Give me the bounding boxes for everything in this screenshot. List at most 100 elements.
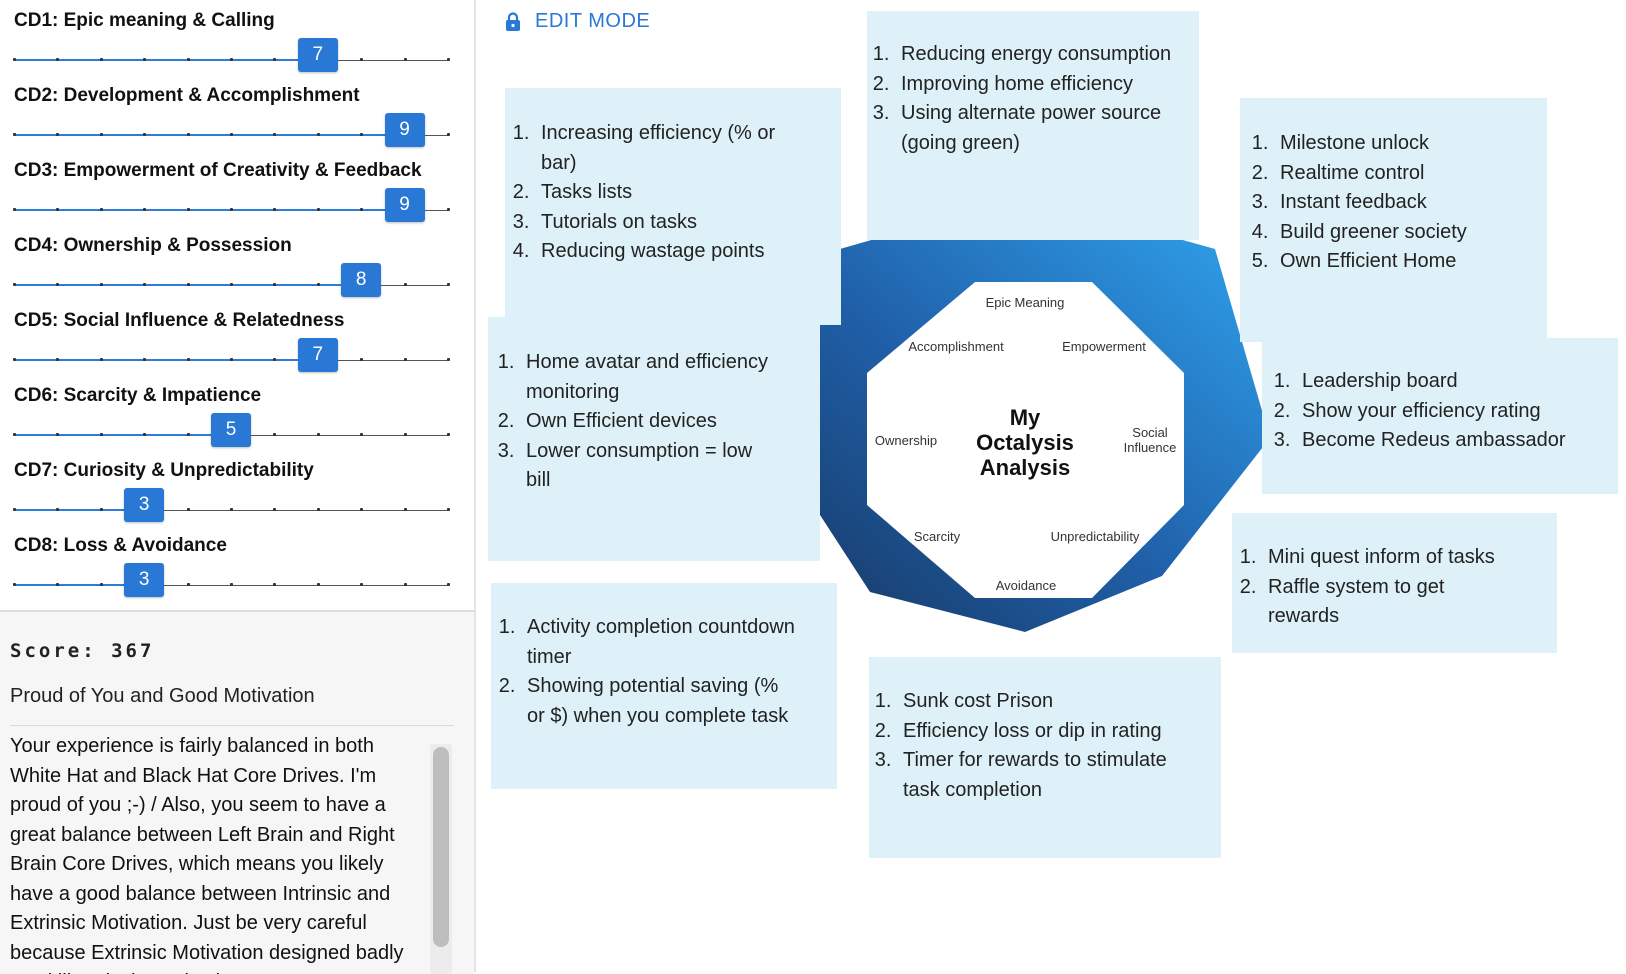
note-item: Mini quest inform of tasks [1262,543,1512,573]
slider-tick [186,58,190,61]
slider-tick [230,508,233,511]
octagon-title-line: Octalysis [976,430,1074,455]
note-empowerment[interactable]: Milestone unlockRealtime controlInstant … [1240,98,1547,342]
note-item: Tasks lists [535,178,795,208]
slider-tick [186,358,190,361]
slider-tick [13,58,16,61]
slider-tick [186,283,190,286]
score-panel: Score: 367 Proud of You and Good Motivat… [0,610,474,974]
drive-label: CD6: Scarcity & Impatience [14,385,262,406]
note-list: Increasing efficiency (% or bar)Tasks li… [505,119,795,267]
slider-tick [13,358,16,361]
slider-tick [143,283,147,286]
scrollbar-thumb[interactable] [433,747,449,947]
note-item: Timer for rewards to stimulate task comp… [897,746,1197,805]
slider-track[interactable] [13,508,450,511]
note-item: Increasing efficiency (% or bar) [535,119,795,178]
note-list: Reducing energy consumptionImproving hom… [867,40,1185,158]
slider-tick [143,433,147,436]
slider-tick [56,58,60,61]
slider-tick [360,508,364,511]
slider-tick [56,283,60,286]
slider-thumb[interactable]: 8 [341,263,382,297]
slider-tick [13,433,16,436]
slider-fill [14,584,145,586]
note-item: Sunk cost Prison [897,687,1197,717]
slider-tick [99,358,103,361]
slider-tick [360,208,364,211]
score-title: Proud of You and Good Motivation [10,685,315,707]
note-avoidance[interactable]: Sunk cost PrisonEfficiency loss or dip i… [869,657,1221,858]
note-epic-meaning[interactable]: Reducing energy consumptionImproving hom… [867,11,1199,240]
slider-tick [273,133,277,136]
drive-label: CD4: Ownership & Possession [14,235,292,256]
slider-tick [403,358,407,361]
slider-tick [99,433,103,436]
slider-tick [13,583,16,586]
slider-tick [186,508,190,511]
slider-thumb[interactable]: 3 [124,563,165,597]
drive-slider-cd6: CD6: Scarcity & Impatience 5 [0,375,474,450]
slider-tick [99,58,103,61]
lock-icon [506,11,520,31]
note-item: Lower consumption = low bill [520,437,780,496]
note-item: Using alternate power source (going gree… [895,99,1185,158]
slider-track[interactable] [13,58,450,61]
slider-tick [143,208,147,211]
slider-thumb[interactable]: 9 [384,113,425,147]
note-list: Sunk cost PrisonEfficiency loss or dip i… [869,687,1197,805]
note-item: Reducing wastage points [535,237,795,267]
slider-tick [403,58,407,61]
drive-label: CD8: Loss & Avoidance [14,535,227,556]
note-accomplishment[interactable]: Increasing efficiency (% or bar)Tasks li… [505,88,841,325]
slider-tick [56,433,60,436]
octagon-title-line: My [1009,405,1041,430]
slider-fill [14,509,145,511]
slider-tick [447,508,450,511]
slider-tick [316,133,320,136]
scrollbar[interactable] [430,744,452,974]
drive-label: CD3: Empowerment of Creativity & Feedbac… [14,160,422,181]
slider-fill [14,134,405,136]
slider-tick [447,283,450,286]
slider-tick [447,133,450,136]
drive-label: CD5: Social Influence & Relatedness [14,310,345,331]
slider-tick [230,358,233,361]
slider-tick [360,58,364,61]
slider-tick [230,583,233,586]
slider-tick [143,58,147,61]
label-unpredictability: Unpredictability [1050,529,1140,544]
note-item: Own Efficient Home [1274,247,1524,277]
slider-tick [56,583,60,586]
edit-mode-button[interactable]: EDIT MODE [505,10,650,33]
slider-tick [360,358,364,361]
slider-thumb[interactable]: 9 [384,188,425,222]
note-item: Build greener society [1274,218,1524,248]
slider-tick [56,133,60,136]
note-social-influence[interactable]: Leadership boardShow your efficiency rat… [1262,338,1618,494]
slider-tick [316,208,320,211]
drive-slider-cd8: CD8: Loss & Avoidance 3 [0,525,474,600]
note-item: Tutorials on tasks [535,208,795,238]
slider-thumb[interactable]: 5 [211,413,251,447]
slider-thumb[interactable]: 7 [297,38,338,72]
note-list: Home avatar and efficiency monitoringOwn… [488,348,780,496]
divider [10,725,454,726]
note-item: Show your efficiency rating [1296,397,1596,427]
note-item: Efficiency loss or dip in rating [897,717,1197,747]
slider-thumb[interactable]: 3 [124,488,165,522]
slider-tick [447,208,450,211]
slider-fill [14,59,318,61]
note-list: Leadership boardShow your efficiency rat… [1262,367,1596,456]
slider-thumb[interactable]: 7 [297,338,338,372]
slider-fill [14,359,318,361]
score-description-box[interactable]: Your experience is fairly balanced in bo… [10,732,454,974]
slider-tick [403,583,407,586]
note-ownership[interactable]: Home avatar and efficiency monitoringOwn… [488,317,820,561]
slider-tick [447,358,450,361]
note-unpredictability[interactable]: Mini quest inform of tasksRaffle system … [1232,513,1557,653]
note-scarcity[interactable]: Activity completion countdown timerShowi… [491,583,837,789]
slider-tick [230,283,233,286]
